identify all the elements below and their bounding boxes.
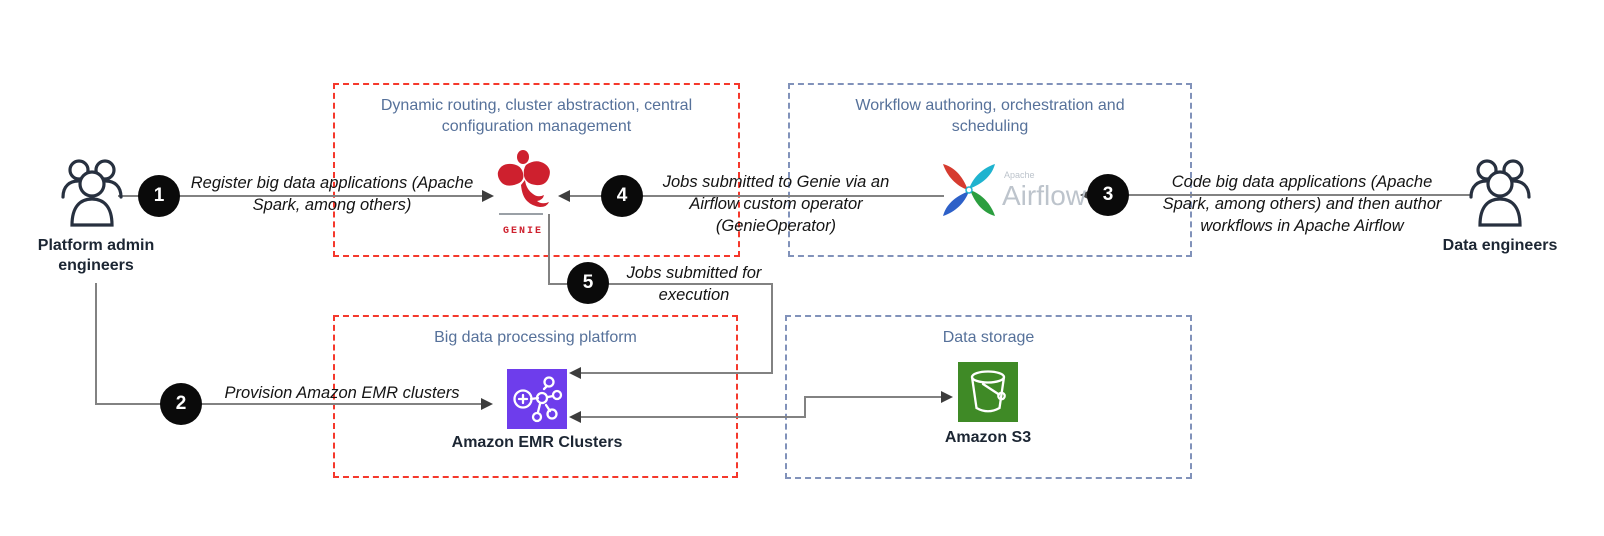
emr-label: Amazon EMR Clusters [437, 433, 637, 453]
arrowhead-into-emr-top [569, 367, 581, 379]
step-text-line: Spark, among others) [252, 196, 412, 214]
step-text-line: Airflow custom operator [689, 195, 863, 213]
step-2-text: Provision Amazon EMR clusters [207, 382, 477, 404]
title-line: Dynamic routing, cluster abstraction, ce… [380, 97, 693, 114]
label-line: Platform admin [37, 237, 155, 254]
emr-group-title: Big data processing platform [335, 327, 736, 348]
step-3-text: Code big data applications (Apache Spark… [1133, 171, 1471, 237]
step-text-line: Register big data applications (Apache [190, 174, 474, 192]
users-icon [61, 159, 123, 227]
genie-group-box: Dynamic routing, cluster abstraction, ce… [333, 83, 740, 257]
step-1-badge: 1 [138, 175, 180, 217]
emr-node [507, 369, 567, 429]
label-line: Amazon S3 [944, 429, 1032, 446]
genie-wordmark: GENIE [502, 226, 543, 237]
step-text-line: Code big data applications (Apache [1171, 173, 1433, 191]
step-4-badge: 4 [601, 175, 643, 217]
step-text-line: Jobs submitted for [626, 264, 762, 282]
airflow-group-box: Workflow authoring, orchestration and sc… [788, 83, 1192, 257]
step-text-line: Provision Amazon EMR clusters [224, 384, 460, 402]
step-5-badge: 5 [567, 262, 609, 304]
arrowhead-into-genie-left [482, 190, 494, 202]
users-icon [1469, 159, 1531, 227]
arrowhead-into-emr-left [481, 398, 493, 410]
platform-admin-engineers-node [60, 155, 124, 238]
airflow-group-title: Workflow authoring, orchestration and sc… [790, 95, 1190, 137]
emr-group-box: Big data processing platform [333, 315, 738, 478]
step-text-line: execution [658, 286, 730, 304]
title-line: configuration management [441, 118, 632, 135]
title-line: scheduling [951, 118, 1029, 135]
step-5-text: Jobs submitted for execution [612, 262, 776, 306]
data-engineers-node [1468, 155, 1532, 238]
step-2-badge: 2 [160, 383, 202, 425]
s3-node [958, 362, 1018, 422]
label-line: Amazon EMR Clusters [451, 434, 623, 451]
arrowhead-into-s3 [941, 391, 953, 403]
platform-admin-label: Platform admin engineers [20, 236, 172, 276]
step-text-line: (GenieOperator) [715, 217, 837, 235]
genie-node: GENIE [492, 148, 554, 237]
step-text-line: workflows in Apache Airflow [1200, 217, 1404, 235]
label-line: engineers [58, 257, 134, 274]
s3-bucket-icon [970, 370, 1006, 413]
data-engineers-label: Data engineers [1430, 236, 1570, 256]
label-line: Data engineers [1442, 237, 1558, 254]
genie-group-title: Dynamic routing, cluster abstraction, ce… [335, 95, 738, 137]
step-4-text: Jobs submitted to Genie via an Airflow c… [650, 171, 902, 237]
airflow-pinwheel-icon: Apache Airflow [943, 164, 1087, 216]
genie-icon [497, 150, 550, 215]
title-line: Workflow authoring, orchestration and [855, 97, 1125, 114]
airflow-node: Apache Airflow [940, 161, 1088, 226]
step-text-line: Spark, among others) and then author [1162, 195, 1442, 213]
title-line: Data storage [942, 329, 1035, 346]
s3-group-box: Data storage [785, 315, 1192, 479]
step-1-text: Register big data applications (Apache S… [182, 172, 482, 216]
s3-group-title: Data storage [787, 327, 1190, 348]
s3-label: Amazon S3 [908, 428, 1068, 448]
arrowhead-into-emr-bottom [569, 411, 581, 423]
emr-cluster-icon [513, 376, 563, 423]
airflow-brand-large: Airflow [1002, 180, 1087, 211]
arrowhead-into-genie-right [558, 190, 570, 202]
step-text-line: Jobs submitted to Genie via an [662, 173, 890, 191]
step-3-badge: 3 [1087, 174, 1129, 216]
airflow-brand-small: Apache [1004, 170, 1035, 180]
title-line: Big data processing platform [434, 329, 637, 346]
